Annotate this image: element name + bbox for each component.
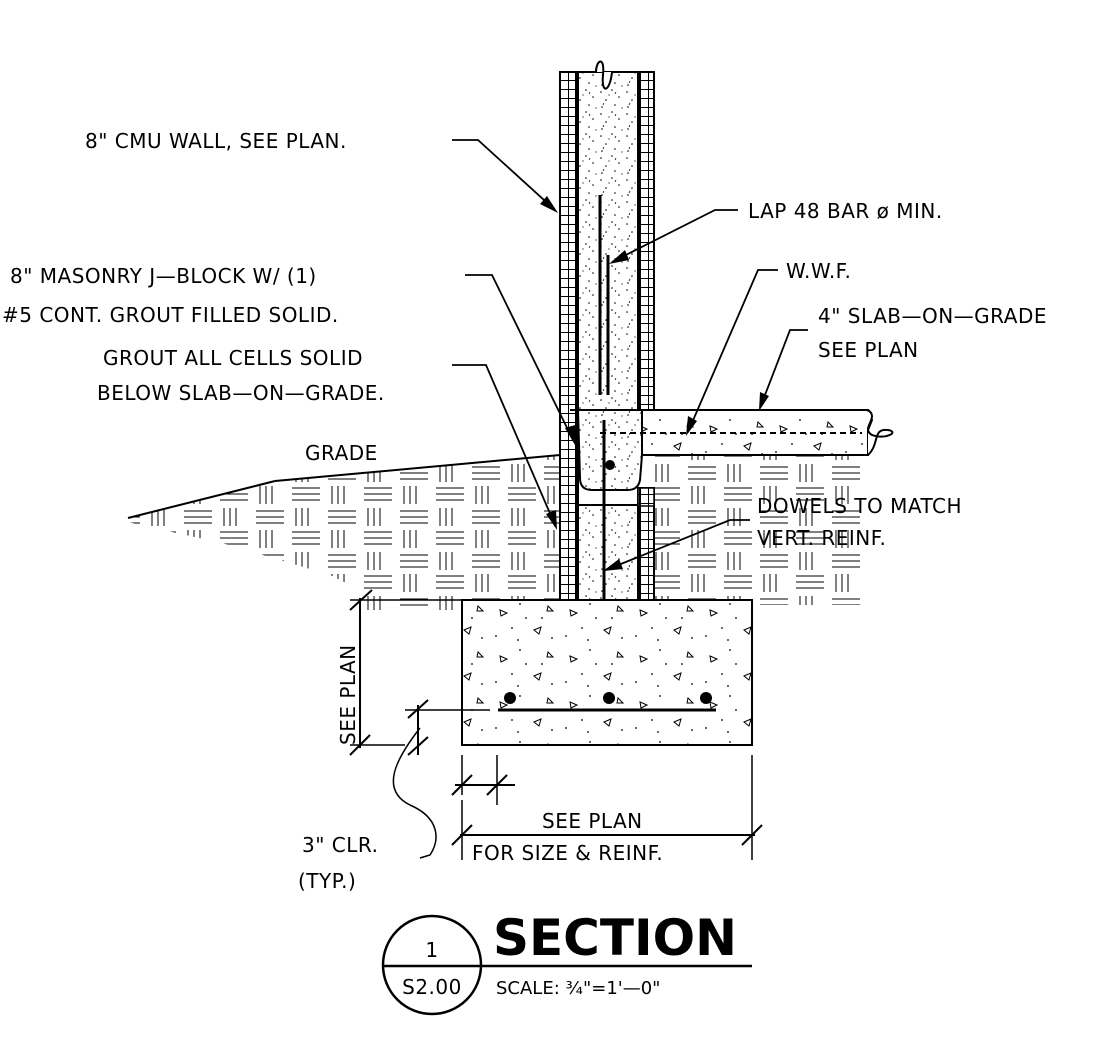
footing-bar-1: [504, 692, 516, 704]
label-clr-1: 3" CLR.: [302, 833, 378, 857]
leader-cmu: [452, 139, 556, 211]
arrow-slab: [759, 392, 769, 411]
dim-clr-tick-top: [407, 699, 429, 719]
cmu-face-left: [559, 71, 579, 601]
slab-break: [867, 409, 894, 456]
label-dowels-2: VERT. REINF.: [757, 526, 886, 550]
dim-clr-tick-bot: [407, 736, 429, 756]
label-clr-2: (TYP.): [298, 869, 356, 893]
earth-hatch: [128, 455, 560, 610]
cmu-face-right-jblock: [637, 487, 655, 507]
arrow-grout: [546, 510, 557, 530]
arrow-wwf: [686, 416, 697, 436]
detail-number: 1: [425, 938, 438, 962]
clr-leader: [392, 727, 437, 859]
dim-depth-tick-bot: [349, 734, 371, 756]
label-cmu-wall: 8" CMU WALL, SEE PLAN.: [85, 129, 347, 153]
jblock-bar: [605, 460, 615, 470]
sheet-number: S2.00: [402, 975, 462, 999]
cmu-grout-core-lower: [577, 504, 639, 601]
leader-grout: [452, 364, 556, 526]
label-jblock-1: 8" MASONRY J—BLOCK W/ (1): [10, 264, 317, 288]
label-grade: GRADE: [305, 441, 378, 465]
label-grout-1: GROUT ALL CELLS SOLID: [103, 346, 363, 370]
label-see-plan-vert: SEE PLAN: [336, 644, 360, 745]
arrow-jblock: [565, 425, 575, 445]
label-jblock-2: #5 CONT. GROUT FILLED SOLID.: [2, 303, 339, 327]
leader-wwf: [687, 269, 778, 433]
arrow-lap: [609, 250, 629, 264]
break-line: [595, 60, 613, 90]
label-dowels-1: DOWELS TO MATCH: [757, 494, 962, 518]
dim-width-tick-l: [451, 824, 473, 846]
leader-dowels: [605, 519, 750, 571]
dim-clr-tick-r: [486, 774, 508, 796]
section-title: SECTION: [493, 909, 737, 967]
dim-clr-tick-l: [451, 774, 473, 796]
scale-note: SCALE: ¾"=1'—0": [496, 978, 660, 999]
leader-lap: [611, 209, 738, 263]
scale-fraction: ¾: [566, 978, 583, 999]
leader-slab: [759, 329, 808, 409]
label-slab-1: 4" SLAB—ON—GRADE: [818, 304, 1047, 328]
scale-suffix: "=1'—0": [583, 978, 661, 999]
label-size-1: SEE PLAN: [542, 809, 643, 833]
dim-width-tick-r: [741, 824, 763, 846]
label-lap: LAP 48 BAR ø MIN.: [748, 199, 943, 223]
dim-depth-tick-top: [349, 589, 373, 611]
footing-bar-2: [603, 692, 615, 704]
label-wwf: W.W.F.: [786, 259, 851, 283]
footing-bar-3: [700, 692, 712, 704]
scale-prefix: SCALE:: [496, 978, 566, 999]
label-grout-2: BELOW SLAB—ON—GRADE.: [97, 381, 385, 405]
arrow-cmu: [540, 196, 558, 213]
leader-jblock: [465, 274, 574, 441]
grade-line-2: [274, 454, 561, 482]
grade-line: [127, 480, 276, 519]
arrow-dowels: [603, 559, 623, 571]
earth-hatch-right: [655, 455, 865, 605]
label-size-2: FOR SIZE & REINF.: [472, 841, 663, 865]
label-slab-2: SEE PLAN: [818, 338, 919, 362]
slab-on-grade: [641, 409, 874, 456]
footing: [461, 599, 753, 746]
